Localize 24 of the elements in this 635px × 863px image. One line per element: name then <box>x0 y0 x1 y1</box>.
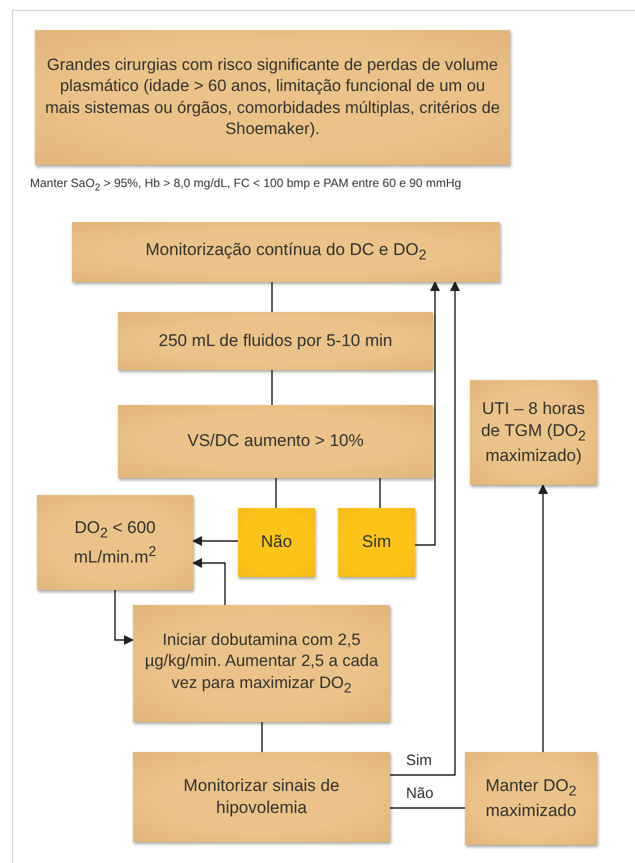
connector-line <box>379 478 381 508</box>
process-box: Iniciar dobutamina com 2,5 µg/kg/min. Aumentar 2,5 a cada vez para maximizar DO$_{2}$ <box>133 605 390 722</box>
process-box: Monitorizar sinais de hipovolemia <box>133 752 390 842</box>
connector-line <box>271 282 273 312</box>
process-box: 250 mL de fluidos por 5-10 min <box>118 312 433 370</box>
arrow <box>192 558 226 605</box>
arrow <box>192 536 238 546</box>
connector-line <box>275 478 277 508</box>
answer-box: Não <box>238 508 315 577</box>
arrow <box>114 590 134 645</box>
connector-line <box>261 722 263 752</box>
condition-box: Grandes cirurgias com risco significante de perdas de volume plasmático (idade > 60 anos, limitação funcional de um ou mais sistemas ou órgãos, comorbidades múltiplas, critérios de Shoemaker). <box>35 30 510 165</box>
arrow <box>538 484 548 752</box>
arrow <box>390 281 460 776</box>
decision-box: VS/DC aumento > 10% <box>118 405 433 478</box>
connector-line <box>271 370 273 405</box>
connector-line <box>390 807 465 809</box>
answer-box: Sim <box>338 508 415 577</box>
process-box: Manter DO$_{2}$ maximizado <box>465 752 597 845</box>
note-text: Manter SaO$_{2}$ > 95%, Hb > 8,0 mg/dL, FC < 100 bmp e PAM entre 60 e 90 mmHg <box>30 176 462 194</box>
process-box: UTI – 8 horas de TGM (DO$_{2}$ maximizado) <box>470 380 597 485</box>
condition-box: DO$_{2}$ < 600 mL/min.m$^{2}$ <box>37 495 193 590</box>
arrow <box>415 281 440 546</box>
process-box: Monitorização contínua do DC e DO$_{2}$ <box>72 222 500 282</box>
